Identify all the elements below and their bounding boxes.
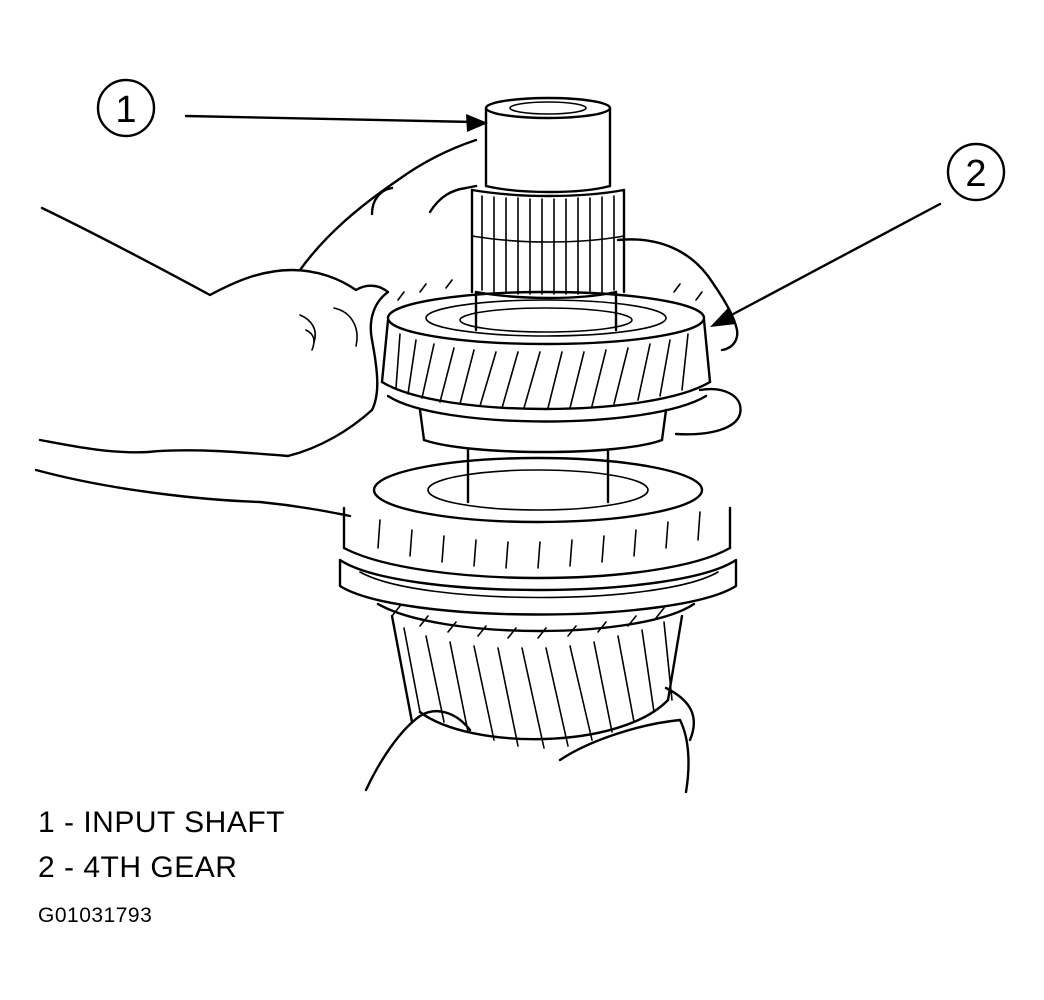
bottom-hand bbox=[364, 686, 695, 794]
gear-assembly-illustration: 1 2 bbox=[34, 78, 1006, 794]
right-hand bbox=[616, 238, 742, 436]
callout-2-arrowhead bbox=[710, 308, 736, 327]
callout-1-number: 1 bbox=[115, 89, 136, 131]
left-hand bbox=[34, 138, 478, 518]
shaft-middle bbox=[466, 448, 610, 504]
legend-item-4th-gear: 2 - 4TH GEAR bbox=[38, 851, 238, 884]
callout-1: 1 bbox=[96, 78, 488, 138]
legend-item-input-shaft: 1 - INPUT SHAFT bbox=[38, 806, 285, 839]
fourth-gear bbox=[380, 279, 712, 454]
figure-id: G01031793 bbox=[38, 904, 153, 927]
lower-gear bbox=[376, 602, 696, 749]
callout-2-number: 2 bbox=[965, 153, 986, 195]
callout-1-arrowhead bbox=[466, 114, 488, 132]
input-shaft bbox=[470, 96, 626, 332]
synchronizer bbox=[338, 456, 738, 616]
callout-2: 2 bbox=[710, 142, 1006, 327]
